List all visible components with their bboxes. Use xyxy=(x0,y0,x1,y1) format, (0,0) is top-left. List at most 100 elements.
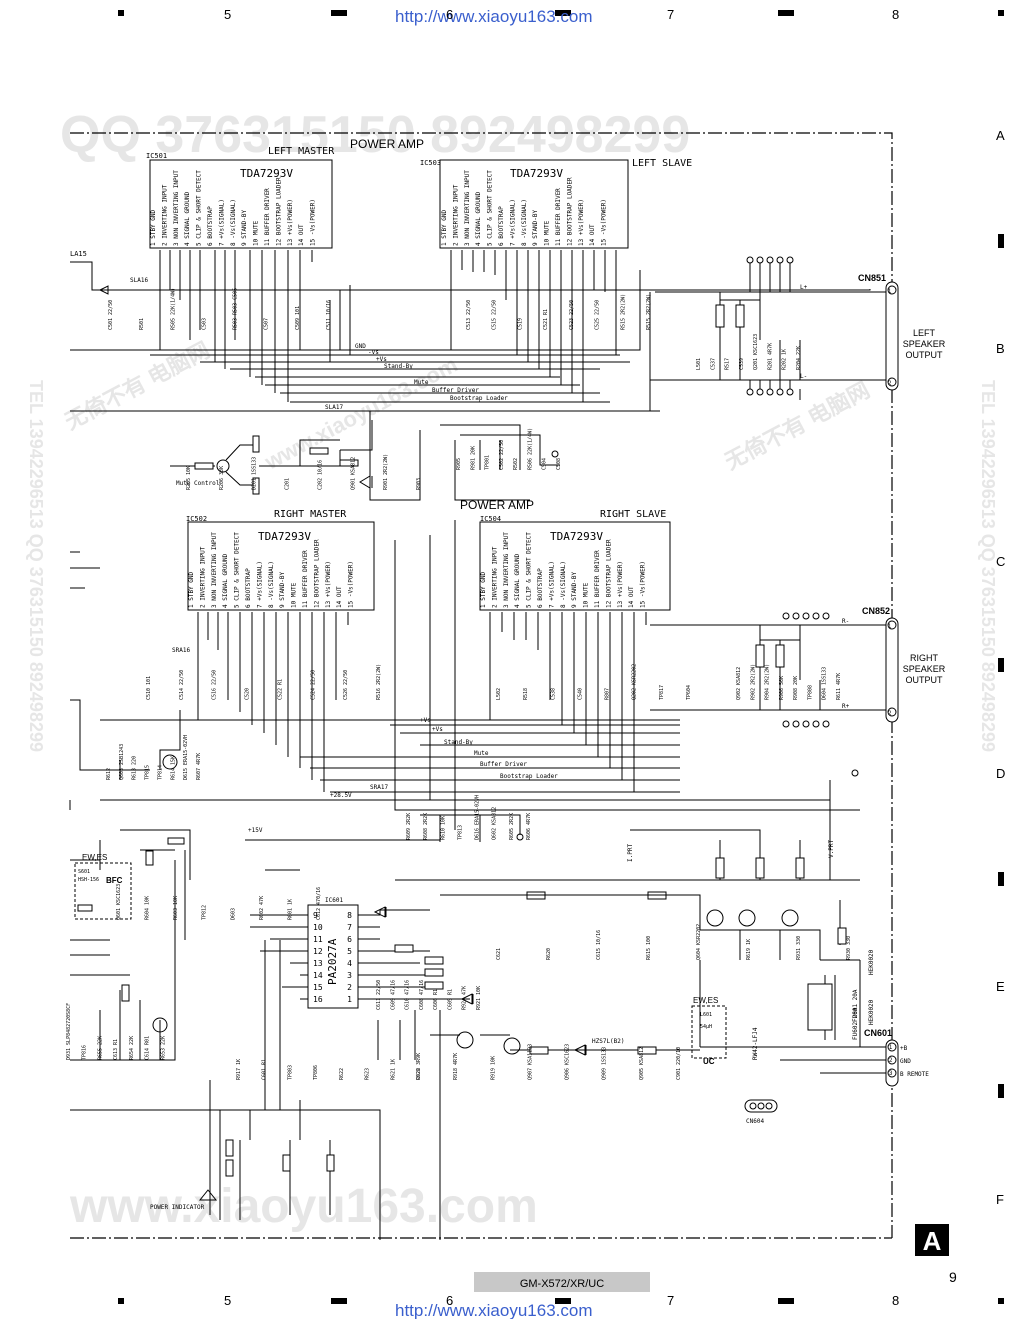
component-designator: R917 1K xyxy=(236,1059,242,1080)
cn852-connector: 1 2 CN852 R- R+ RIGHT SPEAKER OUTPUT xyxy=(842,606,946,723)
ic601-pin-number: 8 xyxy=(347,911,352,920)
component-designator: R921 10K xyxy=(476,986,482,1010)
component-designator: R623 xyxy=(365,1068,371,1080)
component-designator: R612 xyxy=(106,768,112,780)
ic-pin-label: 4 SIGNAL GROUND xyxy=(184,191,191,246)
row-a: A xyxy=(996,128,1005,143)
cn851-pin1: 1 xyxy=(888,289,892,295)
component-designator: C503 xyxy=(201,318,207,330)
component-designator: C621 xyxy=(496,948,502,960)
component-designator: R603 10K xyxy=(173,896,179,920)
lower-left-wiring xyxy=(69,699,440,1240)
cn604-ref: CN604 xyxy=(746,1118,764,1125)
label-sra16: SRA16 xyxy=(172,647,190,654)
cn852-sig-rplus: R+ xyxy=(842,703,850,710)
component-designator: R614 15K xyxy=(170,756,176,780)
ic601-pin-number: 12 xyxy=(313,947,323,956)
component-designator: R621 1K xyxy=(390,1059,396,1080)
ic503-part: TDA7293V xyxy=(510,167,563,180)
ic-pin-label: 14 OUT xyxy=(298,224,305,246)
label-ew-es-1: EW,ES xyxy=(82,853,107,862)
component-designator: C901 220/10 xyxy=(676,1047,682,1080)
component-designator: TP817 xyxy=(659,685,665,700)
ic-pin-label: 15 -Vs(POWER) xyxy=(310,199,317,246)
component-designator: C526 22/50 xyxy=(343,670,349,700)
component-designator: R606 4R7K xyxy=(526,813,532,840)
component-designator: C513 22/50 xyxy=(466,300,472,330)
cn601-pin1: 1 xyxy=(889,1045,893,1051)
cn601-ref: CN601 xyxy=(864,1028,892,1038)
component-designator: D616 ERA15-02VH xyxy=(475,795,481,840)
component-designator: C601 R1 xyxy=(262,1059,268,1080)
component-designator: R620 xyxy=(546,948,552,960)
ic503-ref: IC503 xyxy=(420,159,441,167)
ic-pin-label: 1 STBY GND xyxy=(480,571,487,608)
bus-minus-vs: -Vs xyxy=(368,349,379,356)
cn601-sig-b: +B xyxy=(900,1045,908,1052)
sheet-tag: A xyxy=(923,1226,942,1256)
component-designator: C202 10/16 xyxy=(317,460,323,490)
ic-pin-label: 10 MUTE xyxy=(253,220,260,246)
component-designator: R655 22K xyxy=(97,1036,103,1060)
label-rw42: RW42-LFJ4 xyxy=(752,1027,759,1060)
component-designator: C609 47/16 xyxy=(390,980,396,1010)
cn851-connector: 1 2 CN851 L+ L- LEFT SPEAKER OUTPUT xyxy=(800,273,945,391)
ic-pin-label: 1 STBY GND xyxy=(150,209,157,246)
misc-labels: I.PRT V.PRT FU601 20A FU602 20A HEK0020 … xyxy=(150,840,875,1211)
cn852-pin1: 1 xyxy=(888,624,892,630)
ic-pin-label: 14 OUT xyxy=(628,586,635,608)
row-c: C xyxy=(996,554,1005,569)
ic-pin-label: 15 -Vs(POWER) xyxy=(601,199,608,246)
ic-pin-label: 14 OUT xyxy=(336,586,343,608)
cn604-connector: CN604 xyxy=(744,1099,778,1125)
ic-pin-label: 3 NON INVERTING INPUT xyxy=(173,170,180,246)
ic-pin-label: 9 STAND-BY xyxy=(571,571,578,608)
component-designator: R605 2R2K xyxy=(509,813,515,840)
component-designator: R654 22K xyxy=(129,1036,135,1060)
url-bottom: http://www.xiaoyu163.com xyxy=(395,1301,592,1319)
component-designator: L502 xyxy=(496,688,502,700)
ic-pin-label: 6 BOOTSTRAP xyxy=(537,568,544,608)
bus-labels-top: GND -Vs +Vs Stand-By Mute Buffer Driver … xyxy=(325,343,508,411)
label-bfc: BFC xyxy=(106,876,123,885)
sheet-border-marks xyxy=(118,10,1004,1304)
bus-15v: +15V xyxy=(248,827,263,834)
component-designator: C538 xyxy=(550,688,556,700)
component-designator: Q602 KSA812 xyxy=(492,807,498,840)
col-8-top: 8 xyxy=(892,7,899,22)
ic-pin-label: 12 BOOTSTRAP LOADER xyxy=(605,539,612,608)
bus-buffer-driver-2: Buffer Driver xyxy=(480,761,527,768)
bus-wiring-top xyxy=(70,250,890,501)
label-ew-es-2: EW,ES xyxy=(693,996,718,1005)
column-numbers-top: 5 6 7 8 xyxy=(224,7,899,22)
protection-wiring xyxy=(395,780,861,1047)
cn852-desc: RIGHT SPEAKER OUTPUT xyxy=(902,653,946,685)
component-designator: Q905 KSA812 xyxy=(639,1047,645,1080)
component-designator: R903 xyxy=(416,478,422,490)
bus-plus-vs: +Vs xyxy=(376,356,387,363)
cn601-pin2: 2 xyxy=(889,1058,893,1064)
component-designator: C501 22/50 xyxy=(108,300,114,330)
ic-pin-label: 5 CLIP & SHORT DETECT xyxy=(487,170,494,246)
ic-pin-label: 14 OUT xyxy=(589,224,596,246)
ic-pin-label: 7 +Vs(SIGNAL) xyxy=(548,561,555,608)
ic-pin-label: 4 SIGNAL GROUND xyxy=(514,553,521,608)
ic-pin-label: 11 BUFFER DRIVER xyxy=(555,188,562,246)
label-s601: S601 xyxy=(78,869,90,875)
label-hsh: HSH-156 xyxy=(78,877,99,883)
component-designator: C502 22/50 xyxy=(499,440,505,470)
component-designator: TP803 xyxy=(287,1065,293,1080)
label-hek-2: HEK0020 xyxy=(868,999,875,1025)
bus-wiring-mid xyxy=(100,520,890,830)
component-designator: C523 22/50 xyxy=(569,300,575,330)
cn852-sig-rminus: R- xyxy=(842,618,849,625)
ic601-pin-number: 11 xyxy=(313,935,323,944)
component-designator: R611 4R7K xyxy=(836,673,842,700)
component-designator: R807 xyxy=(605,688,611,700)
